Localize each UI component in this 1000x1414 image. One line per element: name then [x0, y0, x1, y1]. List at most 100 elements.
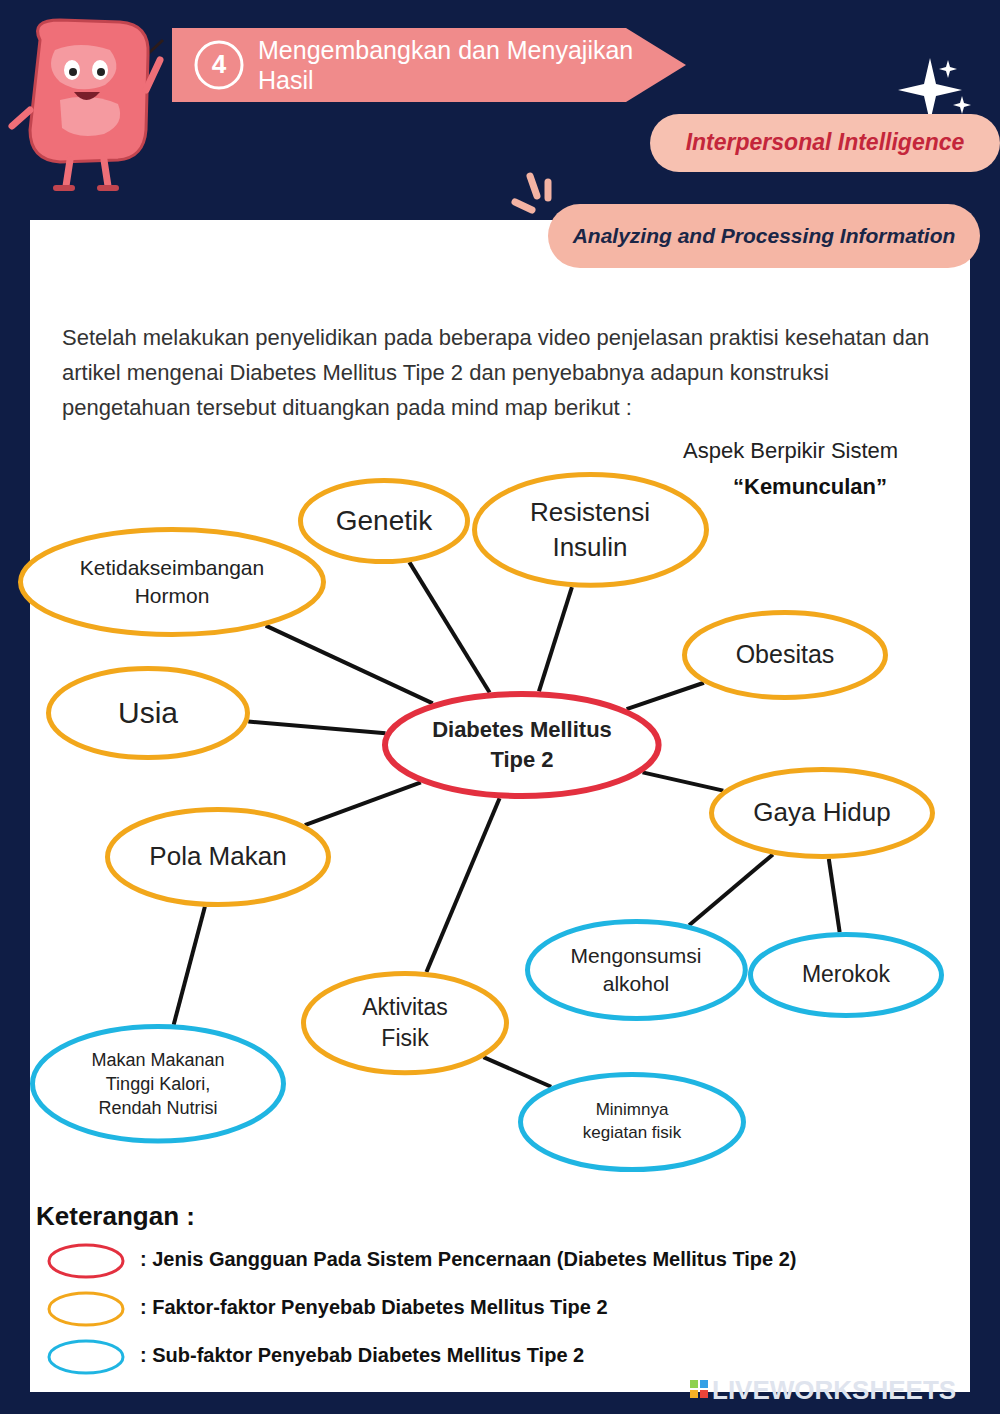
node-text: Obesitas	[736, 638, 835, 672]
mindmap-ellipse: Ketidakseimbangan Hormon	[18, 527, 326, 637]
connector-line	[689, 854, 773, 925]
white-panel	[30, 220, 970, 1392]
node-label: Obesitas	[736, 638, 835, 672]
mindmap-ellipse: Genetik	[298, 478, 470, 564]
node-text: Minimnya kegiatan fisik	[567, 1099, 697, 1145]
ellipse-outline	[304, 973, 507, 1072]
mindmap-ellipse: Pola Makan	[105, 807, 331, 907]
node-label: 4	[212, 47, 226, 82]
legend-swatch	[49, 1245, 123, 1277]
ellipse-outline	[751, 935, 942, 1016]
node-label: Makan Makanan Tinggi Kalori, Rendah Nutr…	[78, 1048, 238, 1121]
sparkles	[898, 58, 971, 122]
ellipse-outline	[21, 530, 324, 635]
legend-heading: Keterangan :	[36, 1200, 195, 1233]
connector-line	[174, 907, 205, 1025]
connector-line	[539, 587, 572, 691]
connector-line	[643, 772, 724, 790]
accent-strokes	[515, 176, 548, 210]
mascot-illustration	[12, 20, 163, 188]
legend-swatch	[49, 1341, 123, 1373]
ellipse-outline	[712, 770, 933, 857]
node-text: Makan Makanan Tinggi Kalori, Rendah Nutr…	[78, 1048, 238, 1121]
node-text: Ketidakseimbangan Hormon	[72, 554, 272, 611]
pill-shape	[548, 204, 980, 268]
node-label: Diabetes Mellitus Tipe 2	[432, 715, 612, 774]
connector-line	[266, 626, 433, 704]
pill-node: Interpersonal Intelligence	[650, 114, 1000, 172]
node-label: Mengembangkan dan Menyajikan Hasil	[258, 35, 646, 95]
pill-node: Analyzing and Processing Information	[548, 204, 980, 268]
node-text: Aktivitas Fisik	[345, 992, 465, 1054]
node-label: Usia	[118, 693, 178, 734]
mindmap-ellipse: Aktivitas Fisik	[301, 971, 509, 1075]
legend-text: : Sub-faktor Penyebab Diabetes Mellitus …	[140, 1344, 584, 1367]
mindmap-ellipse: Diabetes Mellitus Tipe 2	[382, 691, 662, 799]
connector-line	[248, 722, 385, 734]
ellipse-outline	[474, 475, 706, 586]
node-label: Analyzing and Processing Information	[573, 222, 956, 250]
connector-line	[426, 798, 499, 972]
ellipse-outline	[108, 810, 329, 905]
banner-arrow	[172, 28, 686, 102]
node-outline	[18, 527, 326, 637]
node-outline	[472, 472, 709, 588]
node-outline	[382, 691, 662, 799]
node-label: Merokok	[802, 959, 890, 990]
node-outline	[301, 971, 509, 1075]
connector-line	[627, 683, 704, 709]
connector-line	[829, 859, 840, 932]
mindmap-ellipse: Merokok	[748, 932, 944, 1018]
arrow-node: Mengembangkan dan Menyajikan Hasil 4	[172, 28, 686, 102]
legend-text: : Faktor-faktor Penyebab Diabetes Mellit…	[140, 1296, 608, 1319]
watermark-icon	[690, 1380, 708, 1398]
mindmap-ellipse: Makan Makanan Tinggi Kalori, Rendah Nutr…	[30, 1024, 286, 1144]
mindmap-ellipse: Mengonsumsi alkohol	[525, 919, 748, 1021]
node-text: 4	[212, 47, 226, 82]
node-text: Resistensi Insulin	[515, 495, 665, 565]
connector-line	[483, 1057, 551, 1087]
mindmap-ellipse: Resistensi Insulin	[472, 472, 709, 588]
node-label: Genetik	[336, 502, 433, 540]
ellipse-outline	[685, 613, 886, 698]
connector-line	[305, 782, 421, 825]
legend-text: : Jenis Gangguan Pada Sistem Pencernaan …	[140, 1248, 797, 1271]
circle-node: 4	[194, 40, 244, 90]
node-text: Gaya Hidup	[753, 795, 890, 830]
mindmap-ellipse: Usia	[46, 666, 250, 760]
mindmap-ellipse: Minimnya kegiatan fisik	[518, 1072, 746, 1172]
ellipse-outline	[301, 481, 468, 562]
node-label: Resistensi Insulin	[515, 495, 665, 565]
node-label: Ketidakseimbangan Hormon	[72, 554, 272, 611]
aspect-label: Aspek Berpikir Sistem	[683, 437, 898, 465]
node-text: Usia	[118, 693, 178, 734]
node-text: Merokok	[802, 959, 890, 990]
pill-shape	[650, 114, 1000, 172]
mindmap-ellipse: Gaya Hidup	[709, 767, 935, 859]
node-label: Gaya Hidup	[753, 795, 890, 830]
node-text: Genetik	[336, 502, 433, 540]
node-label: Interpersonal Intelligence	[686, 127, 965, 158]
node-label: Pola Makan	[149, 839, 286, 874]
node-text: Mengonsumsi alkohol	[566, 942, 706, 999]
mindmap-ellipse: Obesitas	[682, 610, 888, 700]
node-outline	[518, 1072, 746, 1172]
ellipse-outline	[527, 922, 745, 1019]
intro-paragraph: Setelah melakukan penyelidikan pada bebe…	[62, 320, 962, 425]
number-circle	[196, 42, 242, 88]
ellipse-outline	[49, 669, 248, 758]
watermark: LIVEWORKSHEETS	[712, 1374, 956, 1407]
node-text: Diabetes Mellitus Tipe 2	[432, 715, 612, 774]
aspect-value: “Kemunculan”	[733, 473, 887, 501]
node-label: Minimnya kegiatan fisik	[567, 1099, 697, 1145]
node-text: Interpersonal Intelligence	[686, 127, 965, 158]
node-text: Mengembangkan dan Menyajikan Hasil	[258, 35, 646, 95]
connector-line	[409, 562, 489, 692]
ellipse-outline	[385, 694, 659, 796]
node-label: Mengonsumsi alkohol	[566, 942, 706, 999]
node-text: Analyzing and Processing Information	[573, 222, 956, 250]
node-outline	[525, 919, 748, 1021]
ellipse-outline	[521, 1075, 744, 1170]
node-label: Aktivitas Fisik	[345, 992, 465, 1054]
legend-swatch	[49, 1293, 123, 1325]
